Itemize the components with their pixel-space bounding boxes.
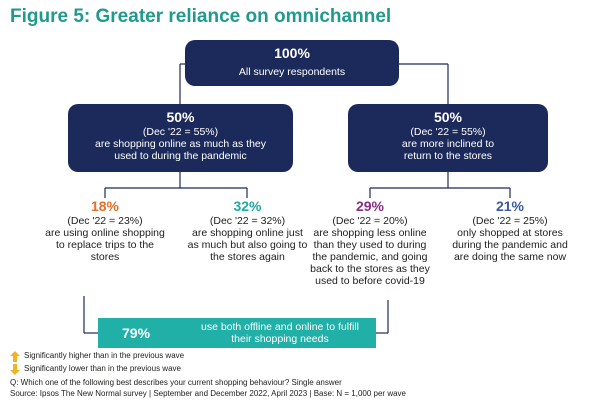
omnichannel-label: use both offline and online to fulfill t… bbox=[190, 321, 370, 345]
right-branch-line: are more inclined to bbox=[401, 138, 495, 150]
leaf-line: the stores again bbox=[210, 251, 285, 263]
leaf-line: (Dec '22 = 25%) bbox=[472, 215, 548, 227]
leaf-node-4: 21% (Dec '22 = 25%) only shopped at stor… bbox=[435, 198, 585, 263]
leaf-line: are doing the same now bbox=[453, 251, 567, 263]
right-branch-percent: 50% bbox=[433, 109, 463, 125]
legend-higher: Significantly higher than in the previou… bbox=[10, 351, 185, 362]
leaf-line: (Dec '22 = 32%) bbox=[209, 215, 286, 227]
left-branch-percent: 50% bbox=[166, 109, 195, 125]
leaf-line: to replace trips to the bbox=[55, 239, 155, 251]
leaf-line: during the pandemic and bbox=[452, 239, 568, 251]
omnichannel-line: use both offline and online to fulfill bbox=[200, 321, 359, 333]
left-branch-line: are shopping online as much as they bbox=[94, 138, 267, 150]
legend-lower: Significantly lower than in the previous… bbox=[10, 364, 181, 375]
leaf-line: back to the stores as they bbox=[310, 263, 430, 275]
leaf-percent: 29% bbox=[355, 198, 385, 214]
page-title: Figure 5: Greater reliance on omnichanne… bbox=[10, 6, 392, 27]
arrow-down-icon bbox=[10, 364, 20, 375]
root-label: All survey respondents bbox=[238, 66, 346, 78]
leaf-line: are using online shopping bbox=[45, 227, 165, 239]
omnichannel-line: their shopping needs bbox=[231, 333, 329, 345]
leaf-line: the pandemic, and going bbox=[312, 251, 428, 263]
legend-higher-label: Significantly higher than in the previou… bbox=[24, 351, 185, 360]
leaf-line: than they used to during bbox=[313, 239, 427, 251]
leaf-node-1: 18% (Dec '22 = 23%) are using online sho… bbox=[30, 198, 180, 263]
leaf-line: (Dec '22 = 23%) bbox=[67, 215, 143, 227]
leaf-percent: 21% bbox=[495, 198, 525, 214]
leaf-line: are shopping online just bbox=[192, 227, 303, 239]
legend-lower-label: Significantly lower than in the previous… bbox=[24, 364, 181, 373]
leaf-node-3: 29% (Dec '22 = 20%) are shopping less on… bbox=[295, 198, 445, 287]
leaf-node-2: 32% (Dec '22 = 32%) are shopping online … bbox=[170, 198, 325, 263]
footnote-source: Source: Ipsos The New Normal survey | Se… bbox=[10, 389, 406, 398]
left-branch-node: 50% (Dec '22 = 55%) are shopping online … bbox=[68, 104, 293, 172]
root-percent: 100% bbox=[274, 45, 310, 61]
leaf-line: used to before covid-19 bbox=[315, 275, 425, 287]
leaf-line: are shopping less online bbox=[313, 227, 427, 239]
leaf-line: stores bbox=[90, 251, 120, 263]
right-branch-node: 50% (Dec '22 = 55%) are more inclined to… bbox=[348, 104, 548, 172]
root-node: 100% All survey respondents bbox=[185, 40, 399, 86]
left-branch-line: used to during the pandemic bbox=[114, 150, 247, 162]
footnote-question: Q: Which one of the following best descr… bbox=[10, 378, 342, 387]
leaf-line: only shopped at stores bbox=[457, 227, 563, 239]
omnichannel-percent: 79% bbox=[122, 325, 151, 341]
leaf-percent: 18% bbox=[90, 198, 120, 214]
leaf-line: as much but also going to bbox=[187, 239, 308, 251]
arrow-up-icon bbox=[10, 351, 20, 362]
leaf-line: (Dec '22 = 20%) bbox=[332, 215, 408, 227]
left-branch-line: (Dec '22 = 55%) bbox=[142, 126, 219, 138]
leaf-percent: 32% bbox=[233, 198, 262, 214]
right-branch-line: return to the stores bbox=[403, 150, 493, 162]
omnichannel-bar: 79% use both offline and online to fulfi… bbox=[98, 318, 376, 348]
right-branch-line: (Dec '22 = 55%) bbox=[410, 126, 486, 138]
